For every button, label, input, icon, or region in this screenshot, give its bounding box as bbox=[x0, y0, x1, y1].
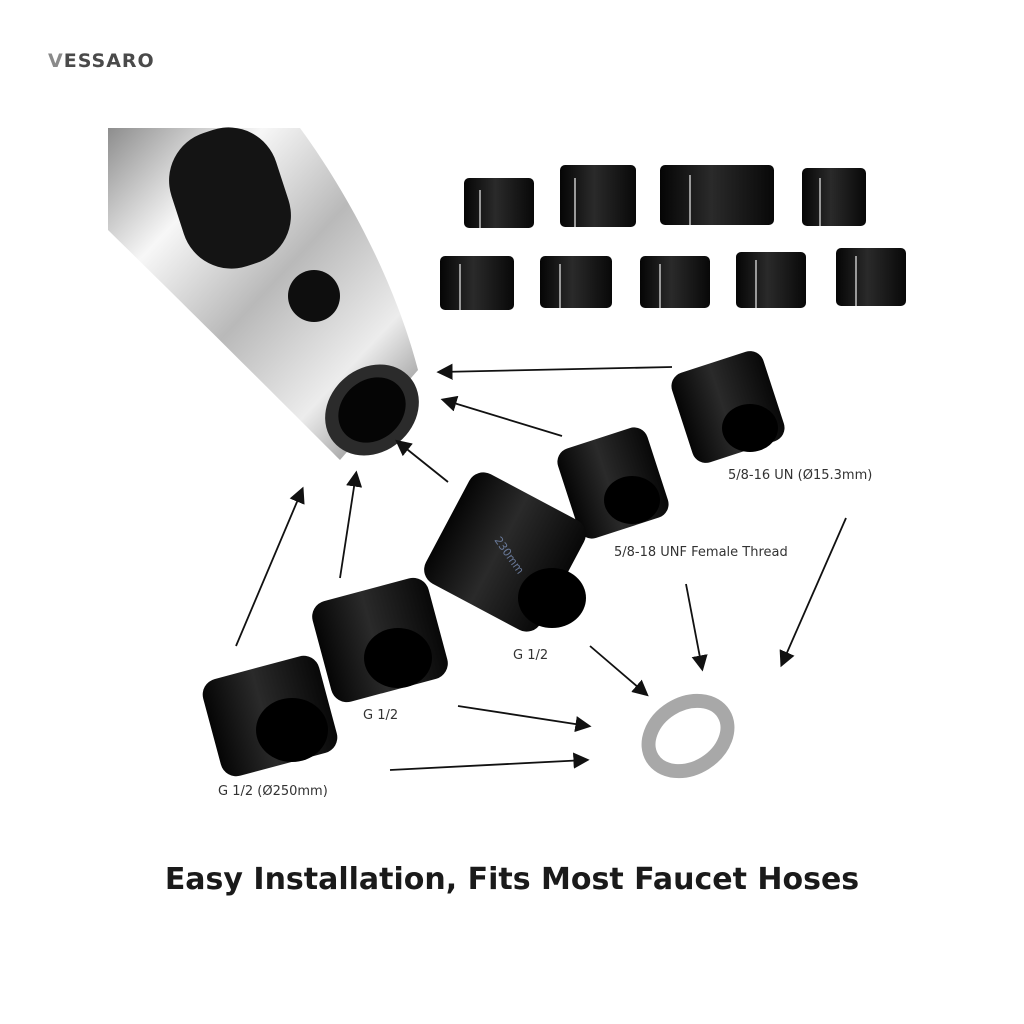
label-un-thread: 5/8-16 UN (Ø15.3mm) bbox=[728, 468, 873, 483]
rubber-washer bbox=[641, 693, 735, 779]
adapter-unf bbox=[557, 427, 669, 539]
adapter-front bbox=[202, 655, 338, 777]
arrow-icon bbox=[440, 395, 563, 437]
adapter-un bbox=[671, 351, 785, 463]
brand-v-mark: V bbox=[48, 50, 64, 72]
adapter-mid bbox=[312, 577, 448, 703]
label-mid-g12: G 1/2 bbox=[363, 708, 399, 723]
label-unf-female: 5/8-18 UNF Female Thread bbox=[614, 545, 788, 560]
arrow-icon bbox=[685, 583, 708, 672]
adapter-long: 230mm bbox=[424, 472, 586, 632]
adapter-grid bbox=[440, 165, 906, 310]
label-front-g12: G 1/2 (Ø250mm) bbox=[218, 784, 328, 799]
brand-name: ESSARO bbox=[63, 50, 155, 72]
arrow-icon bbox=[457, 705, 592, 733]
arrow-icon bbox=[395, 439, 449, 483]
label-long-g12: G 1/2 bbox=[513, 648, 549, 663]
arrow-icon bbox=[339, 470, 363, 579]
shower-head bbox=[108, 127, 419, 460]
arrow-icon bbox=[436, 363, 673, 380]
product-illustration: 230mm bbox=[108, 127, 906, 779]
headline: Easy Installation, Fits Most Faucet Hose… bbox=[164, 862, 860, 897]
arrow-icon bbox=[389, 752, 590, 771]
brand-logo: VESSARO bbox=[48, 50, 155, 72]
arrow-icon bbox=[589, 645, 649, 697]
arrow-icon bbox=[779, 517, 847, 668]
arrow-icon bbox=[235, 486, 305, 647]
